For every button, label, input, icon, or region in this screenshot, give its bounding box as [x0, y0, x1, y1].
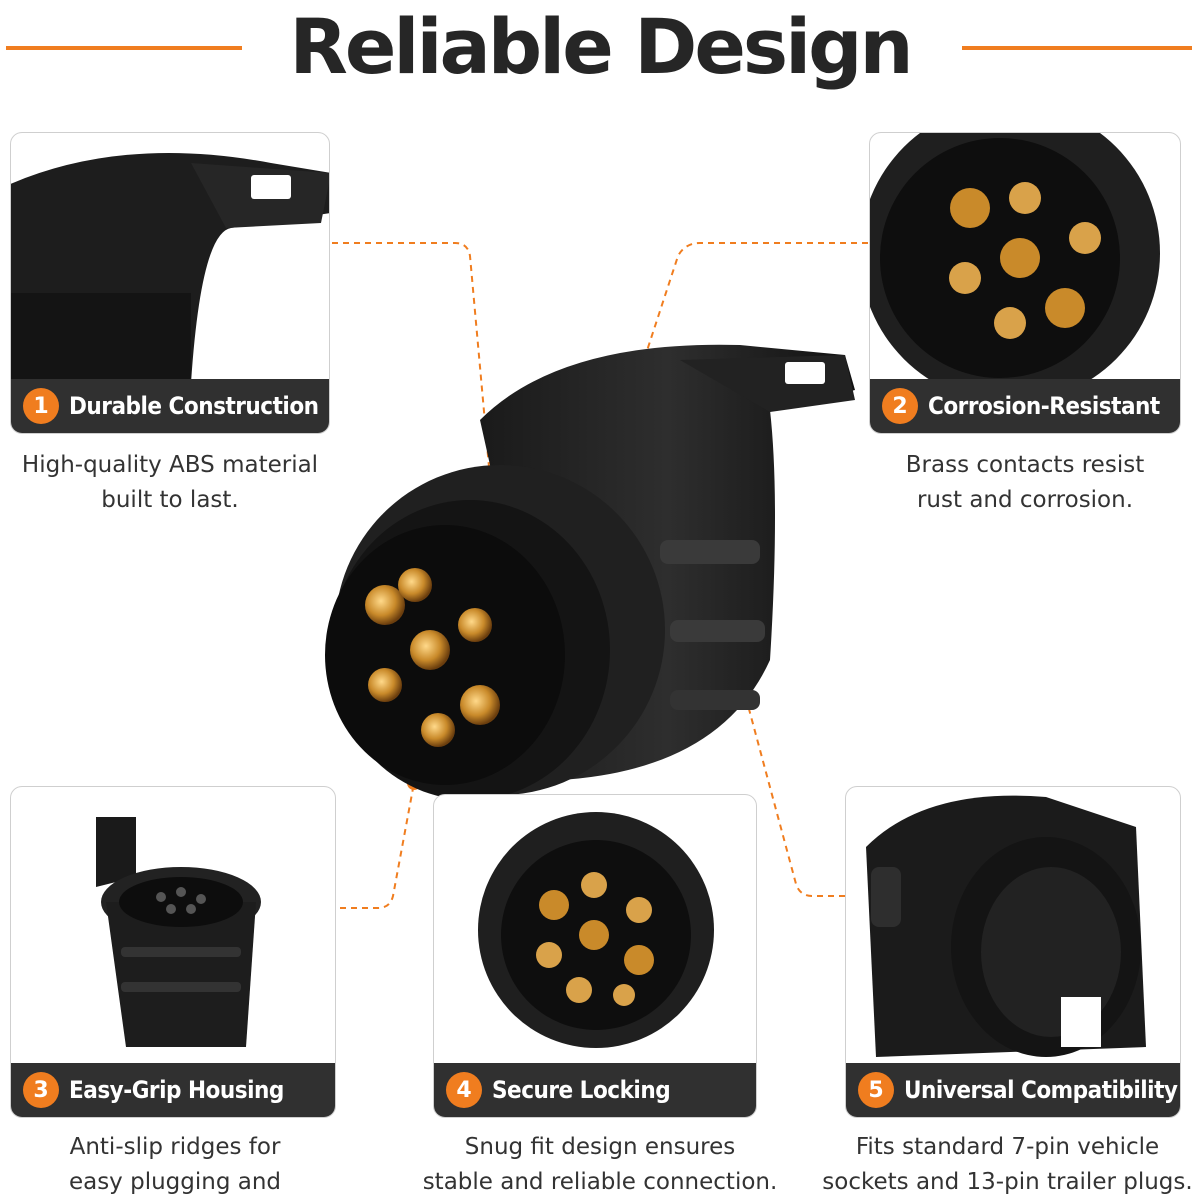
- universal-compatibility-photo: [866, 795, 1146, 1057]
- durable-construction-photo: [11, 153, 329, 383]
- feature-title-2: Corrosion-Resistant: [928, 392, 1160, 420]
- feature-title-1: Durable Construction: [69, 392, 319, 420]
- feature-number-1: 1: [23, 388, 59, 424]
- title-bar: Reliable Design: [0, 0, 1199, 100]
- feature-desc-2: Brass contacts resist rust and corrosion…: [855, 448, 1195, 518]
- feature-desc-3: Anti-slip ridges for easy plugging and u…: [0, 1130, 350, 1200]
- feature-desc-4-line1: Snug fit design ensures: [464, 1134, 736, 1160]
- feature-desc-5-line1: Fits standard 7-pin vehicle: [855, 1134, 1160, 1160]
- feature-number-2: 2: [882, 388, 918, 424]
- feature-number-5: 5: [858, 1072, 894, 1108]
- feature-card-2: 2 Corrosion-Resistant: [869, 132, 1181, 434]
- easy-grip-housing-photo: [96, 817, 261, 1047]
- feature-title-4: Secure Locking: [492, 1076, 671, 1104]
- feature-label-1: 1 Durable Construction: [11, 379, 329, 433]
- feature-title-3: Easy-Grip Housing: [69, 1076, 284, 1104]
- feature-label-3: 3 Easy-Grip Housing: [11, 1063, 335, 1117]
- title-rule-left: [6, 46, 242, 50]
- connector-1: [332, 242, 491, 479]
- feature-desc-4-line2: stable and reliable connection.: [422, 1169, 778, 1195]
- feature-desc-1-line1: High-quality ABS material: [21, 452, 319, 478]
- main-product-image: [325, 344, 855, 800]
- feature-number-4: 4: [446, 1072, 482, 1108]
- feature-label-4: 4 Secure Locking: [434, 1063, 756, 1117]
- feature-desc-3-line2: easy plugging and unplugging.: [68, 1169, 282, 1195]
- feature-desc-1-line2: built to last.: [101, 487, 239, 513]
- feature-desc-3-line1: Anti-slip ridges for: [69, 1134, 281, 1160]
- page-title: Reliable Design: [289, 2, 913, 91]
- feature-desc-2-line1: Brass contacts resist: [905, 452, 1145, 478]
- feature-label-5: 5 Universal Compatibility: [846, 1063, 1180, 1117]
- feature-card-3: 3 Easy-Grip Housing: [10, 786, 336, 1118]
- connector-3: [340, 782, 415, 909]
- secure-locking-photo: [478, 812, 714, 1048]
- feature-desc-4: Snug fit design ensures stable and relia…: [415, 1130, 785, 1200]
- connector-2: [639, 242, 868, 373]
- corrosion-resistant-photo: [870, 133, 1160, 383]
- feature-label-2: 2 Corrosion-Resistant: [870, 379, 1180, 433]
- feature-desc-1: High-quality ABS material built to last.: [0, 448, 340, 518]
- feature-desc-5: Fits standard 7-pin vehicle sockets and …: [820, 1130, 1195, 1200]
- feature-desc-2-line2: rust and corrosion.: [916, 487, 1134, 513]
- connector-5: [734, 656, 845, 897]
- title-rule-right: [962, 46, 1192, 50]
- feature-number-3: 3: [23, 1072, 59, 1108]
- feature-card-5: 5 Universal Compatibility: [845, 786, 1181, 1118]
- feature-card-1: 1 Durable Construction: [10, 132, 330, 434]
- feature-card-4: 4 Secure Locking: [433, 794, 757, 1118]
- feature-title-5: Universal Compatibility: [904, 1076, 1178, 1104]
- feature-desc-5-line2: sockets and 13-pin trailer plugs.: [822, 1169, 1193, 1195]
